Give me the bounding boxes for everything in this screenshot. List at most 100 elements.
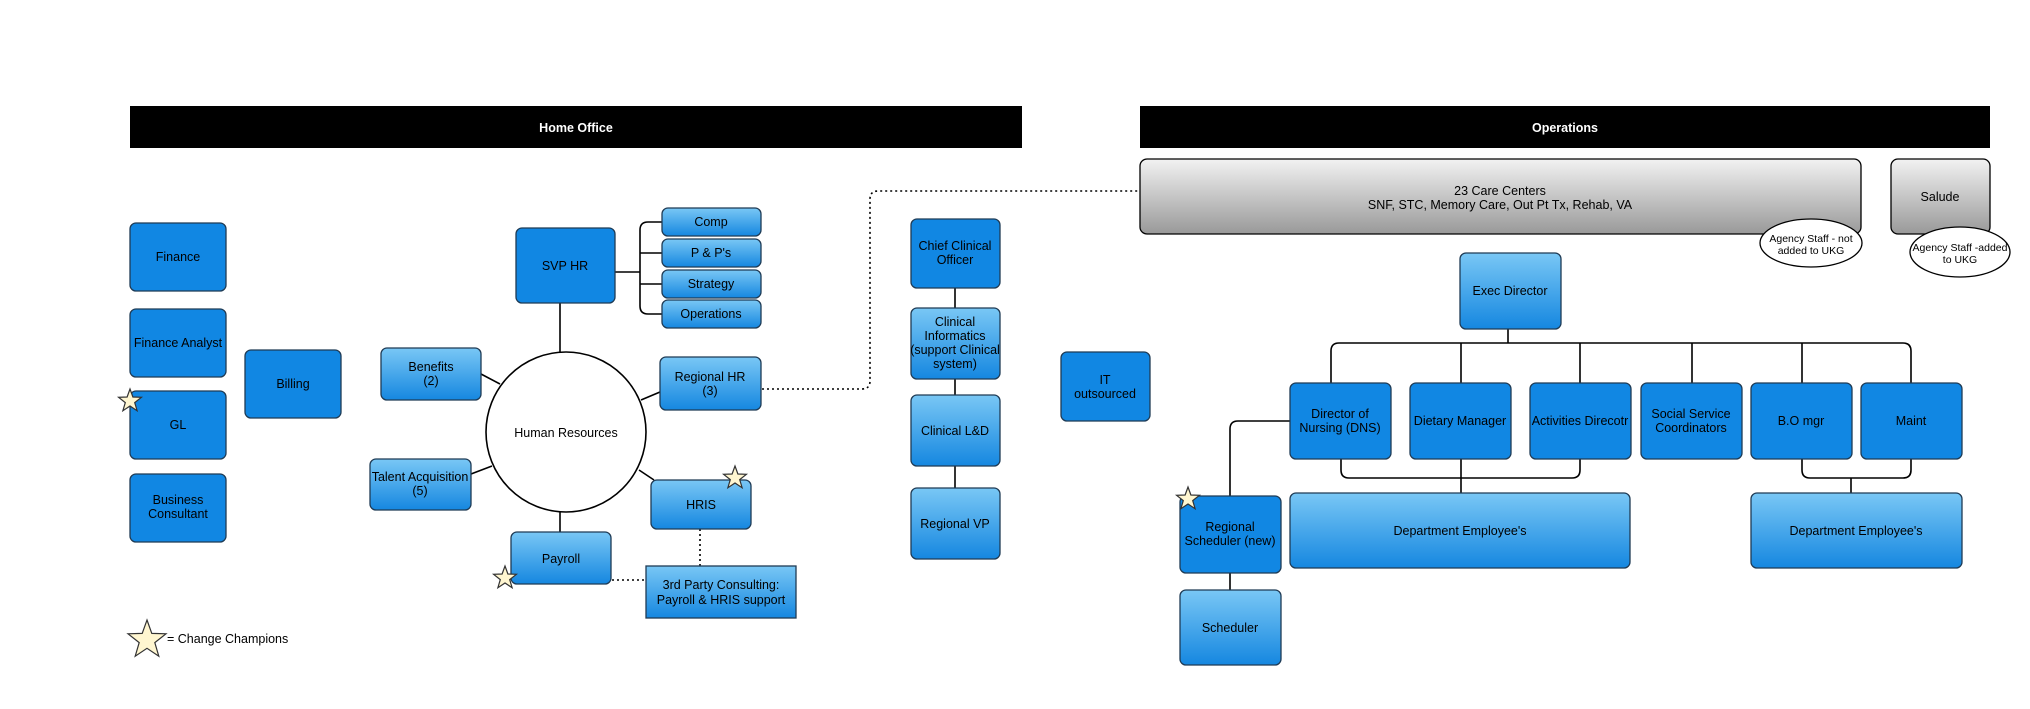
star-icon-gl: [116, 387, 144, 413]
maint-box[interactable]: Maint: [1860, 382, 1963, 460]
operations-header: Operations: [1140, 106, 1990, 148]
scheduler-label: Scheduler: [1202, 621, 1258, 635]
billing-label: Billing: [276, 377, 309, 391]
business-consultant-label-line1: Business: [153, 493, 204, 507]
exec-director-box[interactable]: Exec Director: [1459, 252, 1562, 330]
finance-analyst-box[interactable]: Finance Analyst: [129, 308, 227, 378]
regional-scheduler-label-line2: Scheduler (new): [1184, 534, 1275, 548]
it-outsourced-label-line1: IT: [1099, 373, 1110, 387]
regional-vp-box[interactable]: Regional VP: [910, 487, 1001, 560]
bo-mgr-box[interactable]: B.O mgr: [1750, 382, 1853, 460]
operations-header-label: Operations: [1532, 121, 1598, 135]
legend: = Change Champions: [126, 618, 288, 658]
talent-acquisition-label-line2: (5): [412, 484, 427, 498]
comp-label: Comp: [694, 215, 727, 229]
finance-box[interactable]: Finance: [129, 222, 227, 292]
dietary-manager-box[interactable]: Dietary Manager: [1409, 382, 1512, 460]
billing-box[interactable]: Billing: [244, 349, 342, 419]
svp-hr-box[interactable]: SVP HR: [515, 227, 616, 304]
scheduler-box[interactable]: Scheduler: [1179, 589, 1282, 666]
care-centers-label-line1: 23 Care Centers: [1454, 184, 1546, 198]
benefits-box[interactable]: Benefits (2): [380, 347, 482, 401]
gl-label: GL: [170, 418, 187, 432]
agency-staff-not-added-ellipse: Agency Staff - not added to UKG: [1759, 218, 1863, 268]
social-service-box[interactable]: Social Service Coordinators: [1640, 382, 1743, 460]
department-employees-box-2[interactable]: Department Employee's: [1750, 492, 1963, 569]
department-employees-box-1[interactable]: Department Employee's: [1289, 492, 1631, 569]
business-consultant-box[interactable]: Business Consultant: [129, 473, 227, 543]
human-resources-label: Human Resources: [514, 426, 618, 440]
third-party-label-line1: 3rd Party Consulting:: [663, 578, 780, 592]
home-office-header-label: Home Office: [539, 121, 613, 135]
social-service-label-line2: Coordinators: [1655, 421, 1727, 435]
agency-staff-added-ellipse: Agency Staff -added to UKG: [1909, 226, 2011, 278]
salude-label: Salude: [1921, 190, 1960, 204]
clinical-informatics-label-line1: Clinical: [935, 315, 975, 329]
strategy-box[interactable]: Strategy: [661, 269, 762, 299]
clinical-ld-label: Clinical L&D: [921, 424, 989, 438]
regional-hr-box[interactable]: Regional HR (3): [659, 356, 762, 411]
activities-director-box[interactable]: Activities Direcotr: [1529, 382, 1632, 460]
clinical-informatics-label-line3: (support Clinical: [910, 343, 1000, 357]
payroll-box[interactable]: Payroll: [510, 531, 612, 585]
gl-box[interactable]: GL: [129, 390, 227, 460]
comp-box[interactable]: Comp: [661, 207, 762, 237]
it-outsourced-box[interactable]: IT outsourced: [1060, 351, 1151, 422]
benefits-label-line1: Benefits: [408, 360, 453, 374]
operations-sub-label: Operations: [680, 307, 741, 321]
human-resources-circle[interactable]: Human Resources: [485, 351, 647, 513]
director-nursing-label-line2: Nursing (DNS): [1299, 421, 1380, 435]
star-icon-hris: [721, 464, 749, 490]
talent-acquisition-box[interactable]: Talent Acquisition (5): [369, 458, 472, 511]
hris-box[interactable]: HRIS: [650, 479, 752, 530]
care-centers-box[interactable]: 23 Care Centers SNF, STC, Memory Care, O…: [1139, 158, 1862, 235]
pps-label: P & P's: [691, 246, 731, 260]
connector-lines: [470, 190, 1912, 590]
business-consultant-label-line2: Consultant: [148, 507, 208, 521]
agency-not-added-label-line1: Agency Staff - not: [1769, 233, 1852, 245]
agency-not-added-label-line2: added to UKG: [1778, 245, 1845, 257]
regional-scheduler-label-line1: Regional: [1205, 520, 1254, 534]
department-employees-label-1: Department Employee's: [1393, 524, 1526, 538]
clinical-informatics-box[interactable]: Clinical Informatics (support Clinical s…: [910, 307, 1001, 380]
star-icon: [126, 618, 168, 658]
third-party-label-line2: Payroll & HRIS support: [657, 593, 786, 607]
chief-clinical-label-line1: Chief Clinical: [919, 239, 992, 253]
star-icon-regional-scheduler: [1174, 485, 1202, 511]
activities-director-label: Activities Direcotr: [1532, 414, 1629, 428]
regional-hr-label-line1: Regional HR: [675, 370, 746, 384]
care-centers-label-line2: SNF, STC, Memory Care, Out Pt Tx, Rehab,…: [1368, 198, 1633, 212]
dietary-manager-label: Dietary Manager: [1414, 414, 1506, 428]
home-office-header: Home Office: [130, 106, 1022, 148]
benefits-label-line2: (2): [423, 374, 438, 388]
pps-box[interactable]: P & P's: [661, 238, 762, 268]
agency-added-label-line1: Agency Staff -added: [1913, 242, 2008, 254]
finance-analyst-label: Finance Analyst: [134, 336, 223, 350]
chief-clinical-label-line2: Officer: [937, 253, 974, 267]
director-nursing-box[interactable]: Director of Nursing (DNS): [1289, 382, 1392, 460]
legend-label: = Change Champions: [167, 632, 288, 646]
regional-hr-label-line2: (3): [702, 384, 717, 398]
clinical-informatics-label-line2: Informatics: [924, 329, 985, 343]
hris-label: HRIS: [686, 498, 716, 512]
finance-label: Finance: [156, 250, 201, 264]
bo-mgr-label: B.O mgr: [1778, 414, 1825, 428]
payroll-label: Payroll: [542, 552, 580, 566]
chief-clinical-officer-box[interactable]: Chief Clinical Officer: [910, 218, 1001, 289]
regional-scheduler-box[interactable]: Regional Scheduler (new): [1179, 495, 1282, 574]
it-outsourced-label-line2: outsourced: [1074, 387, 1136, 401]
salude-box[interactable]: Salude: [1890, 158, 1991, 235]
talent-acquisition-label-line1: Talent Acquisition: [372, 470, 469, 484]
svp-hr-label: SVP HR: [542, 259, 588, 273]
third-party-box[interactable]: 3rd Party Consulting: Payroll & HRIS sup…: [645, 565, 797, 619]
clinical-ld-box[interactable]: Clinical L&D: [910, 394, 1001, 467]
clinical-informatics-label-line4: system): [933, 357, 977, 371]
exec-director-label: Exec Director: [1472, 284, 1547, 298]
social-service-label-line1: Social Service: [1651, 407, 1730, 421]
operations-sub-box[interactable]: Operations: [661, 299, 762, 329]
maint-label: Maint: [1896, 414, 1927, 428]
strategy-label: Strategy: [688, 277, 735, 291]
department-employees-label-2: Department Employee's: [1789, 524, 1922, 538]
